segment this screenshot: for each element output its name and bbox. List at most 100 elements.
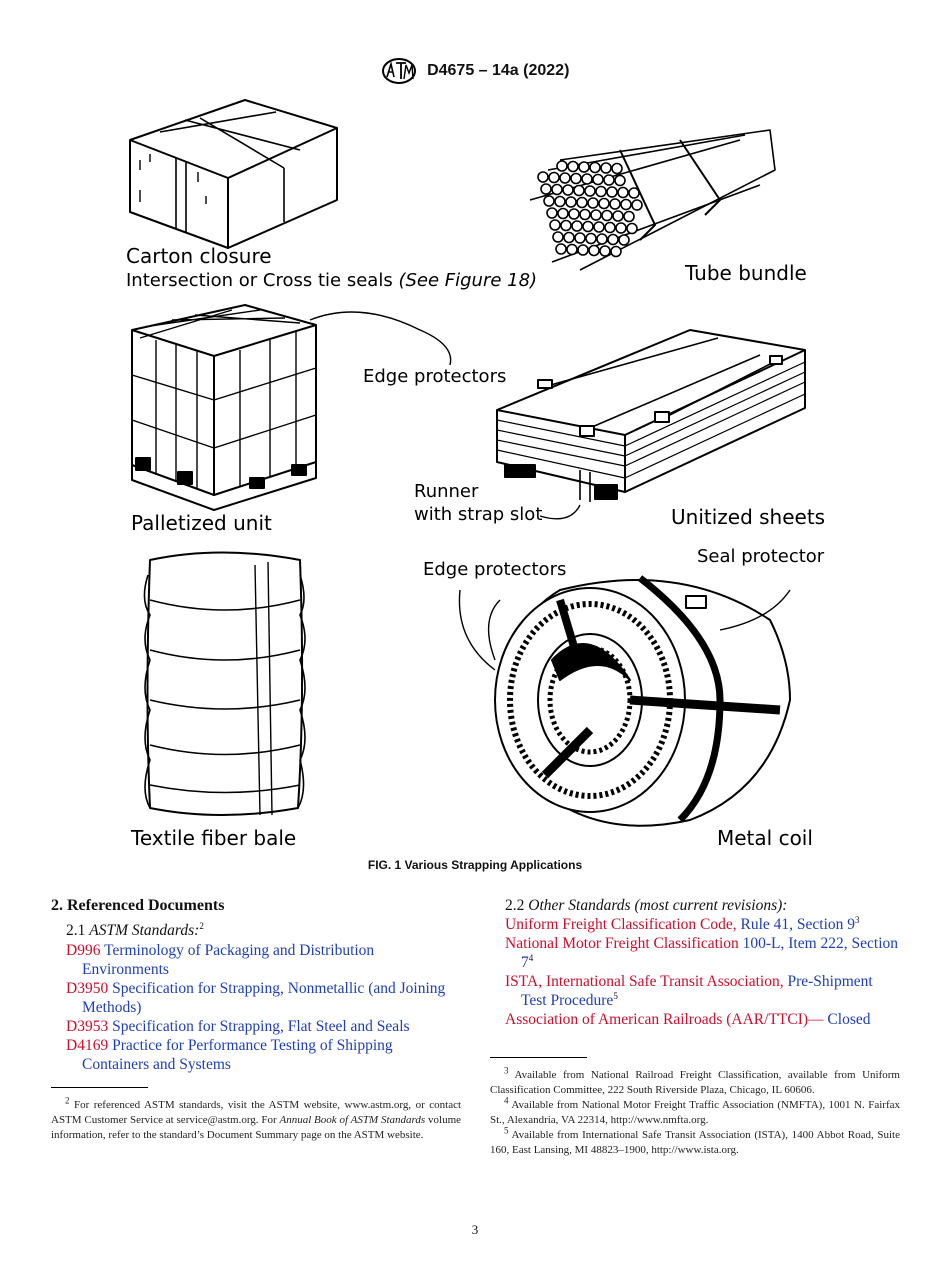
- sub-num: 2.1: [66, 922, 86, 939]
- label-runner-line2: with strap slot: [414, 504, 543, 525]
- ref-item: D3953 Specification for Strapping, Flat …: [66, 1017, 461, 1036]
- palletized-unit-drawing: [131, 304, 452, 511]
- label-edge-protectors-1: Edge protectors: [363, 366, 507, 387]
- ref-detail-link[interactable]: Closed: [827, 1011, 871, 1028]
- ref-item: D3950 Specification for Strapping, Nonme…: [66, 979, 461, 1017]
- ref-name-link[interactable]: ISTA, International Safe Transit Associa…: [505, 973, 784, 990]
- tube-end: [578, 161, 590, 173]
- tube-end: [588, 244, 600, 257]
- tube-end: [574, 232, 586, 244]
- ref-sup: 3: [855, 914, 860, 925]
- ref-detail-link[interactable]: Rule 41, Section 9: [740, 916, 856, 933]
- tube-end: [562, 184, 574, 196]
- label-palletized-unit: Palletized unit: [131, 511, 272, 535]
- ref-item: National Motor Freight Classification 10…: [505, 934, 900, 972]
- ref-item: D996 Terminology of Packaging and Distri…: [66, 941, 461, 979]
- tube-end: [565, 196, 577, 208]
- sub-num: 2.2: [505, 897, 525, 914]
- tube-end: [587, 197, 599, 209]
- standard-designation: D4675 – 14a (2022): [427, 62, 570, 79]
- figure-caption: FIG. 1 Various Strapping Applications: [367, 858, 583, 872]
- tube-end: [551, 183, 563, 196]
- tube-end: [556, 160, 568, 172]
- footnote-rule-right: [490, 1057, 587, 1058]
- tube-end: [620, 198, 632, 211]
- tube-end: [599, 245, 611, 257]
- tube-end: [610, 245, 622, 258]
- tube-end: [571, 220, 583, 232]
- tube-end: [554, 195, 566, 208]
- fn-num: 2: [65, 1095, 70, 1106]
- tube-end: [559, 172, 571, 184]
- ref-detail-link[interactable]: 100-L, Item 222, Section 7: [521, 935, 899, 971]
- ref-sup: 5: [613, 990, 618, 1001]
- ref-code-link[interactable]: D4169: [66, 1037, 109, 1054]
- sub-title: Other Standards (most current revisions)…: [528, 897, 788, 914]
- ref-name-link[interactable]: Uniform Freight Classification Code,: [505, 916, 737, 933]
- fn-num: 5: [504, 1125, 509, 1136]
- fn-num: 3: [504, 1065, 509, 1076]
- tube-end: [606, 186, 618, 198]
- footnote-4: 4 Available from National Motor Freight …: [490, 1095, 900, 1128]
- footnote-5: 5 Available from International Safe Tran…: [490, 1125, 900, 1158]
- tube-end: [537, 171, 549, 183]
- tube-end: [623, 210, 635, 223]
- footnote-3: 3 Available from National Railroad Freig…: [490, 1065, 900, 1098]
- tube-end: [592, 173, 604, 186]
- ref-item: Association of American Railroads (AAR/T…: [505, 1010, 900, 1029]
- ref-detail-link[interactable]: Pre-Shipment Test Procedure: [521, 973, 873, 1009]
- label-intersection-text: Intersection or Cross tie seals: [126, 270, 393, 291]
- ref-title-link[interactable]: Practice for Performance Testing of Ship…: [82, 1037, 393, 1073]
- tube-end: [546, 207, 558, 219]
- tube-end: [540, 183, 552, 195]
- footnote-rule-left: [51, 1087, 148, 1088]
- tube-end: [590, 209, 602, 221]
- label-edge-protectors-2: Edge protectors: [423, 559, 567, 580]
- tube-end: [593, 221, 605, 233]
- ref-name-link[interactable]: Association of American Railroads (AAR/T…: [505, 1011, 824, 1028]
- tube-end: [552, 231, 564, 243]
- tube-bundle-drawing: [529, 129, 776, 271]
- tube-end: [596, 233, 608, 245]
- fn-num: 4: [504, 1095, 509, 1106]
- fn-text-end: volume information, refer to the standar…: [51, 1114, 462, 1141]
- tube-end: [612, 210, 624, 222]
- ref-code-link[interactable]: D3953: [66, 1018, 109, 1035]
- page-header: D4675 – 14a (2022): [0, 57, 950, 85]
- ref-code-link[interactable]: D996: [66, 942, 101, 959]
- label-metal-coil: Metal coil: [717, 826, 813, 850]
- label-intersection-seals: Intersection or Cross tie seals (See Fig…: [126, 270, 537, 291]
- tube-end: [614, 174, 626, 187]
- tube-end: [609, 198, 621, 210]
- ref-code-link[interactable]: D3950: [66, 980, 109, 997]
- fn-italic: Annual Book of ASTM Standards: [279, 1114, 426, 1126]
- unitized-sheets-drawing: [496, 329, 806, 520]
- tube-end: [557, 207, 569, 220]
- label-carton-closure: Carton closure: [126, 244, 272, 268]
- footnote-2: 2 For referenced ASTM standards, visit t…: [51, 1095, 462, 1143]
- section-title: 2. Referenced Documents: [51, 897, 225, 914]
- tube-end: [600, 162, 612, 174]
- label-runner-line1: Runner: [414, 481, 479, 502]
- metal-coil-drawing: [458, 575, 791, 827]
- ref-item: Uniform Freight Classification Code, Rul…: [505, 915, 900, 934]
- tube-end: [560, 219, 572, 232]
- tube-end: [582, 220, 594, 233]
- ref-name-link[interactable]: National Motor Freight Classification: [505, 935, 739, 952]
- fn-text: For referenced ASTM standards, visit the…: [51, 1099, 462, 1126]
- page-number: 3: [471, 1222, 479, 1237]
- ref-title-link[interactable]: Specification for Strapping, Flat Steel …: [112, 1018, 410, 1035]
- tube-end: [568, 208, 580, 220]
- left-column: 2. Referenced Documents 2.1 ASTM Standar…: [51, 896, 461, 1074]
- tube-end: [628, 187, 640, 199]
- subsection-2-1: 2.1 ASTM Standards:2: [66, 921, 461, 940]
- tube-end: [611, 162, 623, 175]
- ref-title-link[interactable]: Specification for Strapping, Nonmetallic…: [82, 980, 446, 1016]
- tube-end: [584, 185, 596, 197]
- tube-end: [549, 219, 561, 231]
- tube-end: [617, 186, 629, 199]
- tube-end: [548, 171, 560, 184]
- subsection-2-2: 2.2 Other Standards (most current revisi…: [505, 896, 900, 915]
- ref-item: ISTA, International Safe Transit Associa…: [505, 972, 900, 1010]
- ref-title-link[interactable]: Terminology of Packaging and Distributio…: [82, 942, 375, 978]
